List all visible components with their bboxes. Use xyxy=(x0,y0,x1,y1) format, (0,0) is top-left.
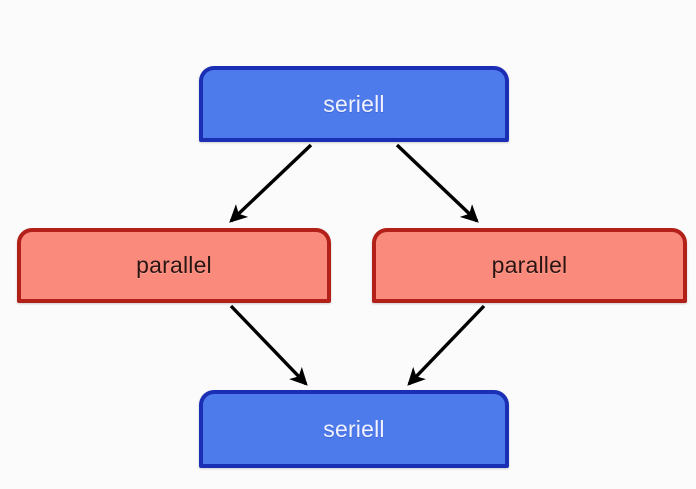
node-label: seriell xyxy=(323,90,385,117)
edge-top-to-right xyxy=(395,143,479,223)
node-label: parallel xyxy=(491,252,568,278)
node-label: parallel xyxy=(136,252,212,278)
node-label: seriell xyxy=(323,415,385,442)
edge-right-to-bottom xyxy=(407,304,486,386)
node-serial-bottom[interactable]: seriell xyxy=(199,390,509,468)
node-serial-top[interactable]: seriell xyxy=(199,66,509,142)
edge-left-to-bottom xyxy=(229,304,308,386)
node-parallel-right[interactable]: parallel xyxy=(372,228,687,303)
node-parallel-left[interactable]: parallel xyxy=(17,228,331,303)
edge-top-to-left xyxy=(229,143,313,223)
